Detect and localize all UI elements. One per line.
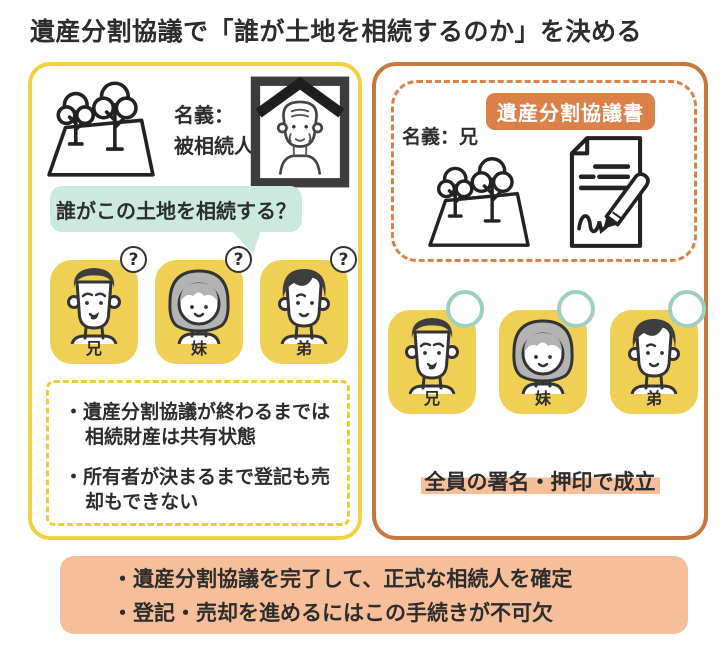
agreement-document-badge: 遺産分割協議書 <box>486 93 655 130</box>
note-item: ・所有者が決まるまで登記も売却もできない <box>64 466 331 514</box>
heir-label: 弟 <box>645 389 662 408</box>
page-title: 遺産分割協議で「誰が土地を相続するのか」を決める <box>30 17 643 46</box>
land-plot-trees-icon <box>428 157 530 247</box>
summary-bullet: ・登記・売却を進めるにはこの手続きが不可欠 <box>112 601 553 625</box>
owner-label: 名義： <box>174 103 234 127</box>
question-mark-badge-icon: ? <box>120 246 147 273</box>
bubble-text: 誰がこの土地を相続する？ <box>56 198 296 223</box>
stamp-circle-icon <box>668 290 706 328</box>
heir-label: 弟 <box>295 339 312 358</box>
heirs-row-signed: 兄 妹 <box>388 290 706 414</box>
sister-face-icon <box>512 319 574 394</box>
heir-card-sister: ? 妹 <box>155 246 252 364</box>
heir-card-sister: 妹 <box>499 290 595 414</box>
heir-card-younger-brother: ? 弟 <box>260 246 357 364</box>
stamp-circle-icon <box>446 290 484 328</box>
land-owner-before: 名義： 被相続人 <box>174 100 254 162</box>
heir-card-younger-brother: 弟 <box>610 290 706 414</box>
agreement-result: 全員の署名・押印で成立 <box>376 466 704 496</box>
land-owner-after: 名義：兄 <box>402 126 479 148</box>
elder-brother-face-icon <box>405 318 459 394</box>
elder-brother-face-icon <box>67 268 121 344</box>
sister-face-icon <box>168 269 230 344</box>
shared-estate-notes-box: ・遺産分割協議が終わるまでは相続財産は共有状態 ・所有者が決まるまで登記も売却も… <box>46 380 350 526</box>
question-speech-bubble: 誰がこの土地を相続する？ <box>50 186 302 232</box>
summary-box: ・遺産分割協議を完了して、正式な相続人を確定 ・登記・売却を進めるにはこの手続き… <box>60 556 688 634</box>
question-mark-badge-icon: ? <box>330 246 357 273</box>
heir-label: 兄 <box>423 389 440 408</box>
younger-brother-face-icon <box>278 268 330 344</box>
younger-brother-face-icon <box>628 318 680 394</box>
result-highlighted-text: 全員の署名・押印で成立 <box>420 470 660 494</box>
stamp-circle-icon <box>557 290 595 328</box>
owner-value: 被相続人 <box>174 134 254 158</box>
memorial-portrait-icon <box>250 76 350 188</box>
heir-card-elder-brother: 兄 <box>388 290 484 414</box>
heir-label: 妹 <box>190 339 207 358</box>
panel-after-agreement: 遺産分割協議書 名義：兄 <box>372 62 708 540</box>
heir-label: 妹 <box>534 389 551 408</box>
question-mark-badge-icon: ? <box>225 246 252 273</box>
heir-card-elder-brother: ? 兄 <box>50 246 147 364</box>
speech-bubble-tail <box>228 230 262 256</box>
signed-document-pen-icon <box>569 136 650 248</box>
land-plot-trees-icon <box>47 81 155 177</box>
note-item: ・遺産分割協議が終わるまでは相続財産は共有状態 <box>64 401 331 449</box>
summary-bullet: ・遺産分割協議を完了して、正式な相続人を確定 <box>112 567 573 591</box>
panel-before-agreement: 名義： 被相続人 誰がこの土地を相続する？ <box>28 62 362 540</box>
heirs-row-undecided: ? 兄 ? <box>50 246 357 364</box>
heir-label: 兄 <box>85 339 102 358</box>
agreement-dashed-box <box>391 80 697 262</box>
